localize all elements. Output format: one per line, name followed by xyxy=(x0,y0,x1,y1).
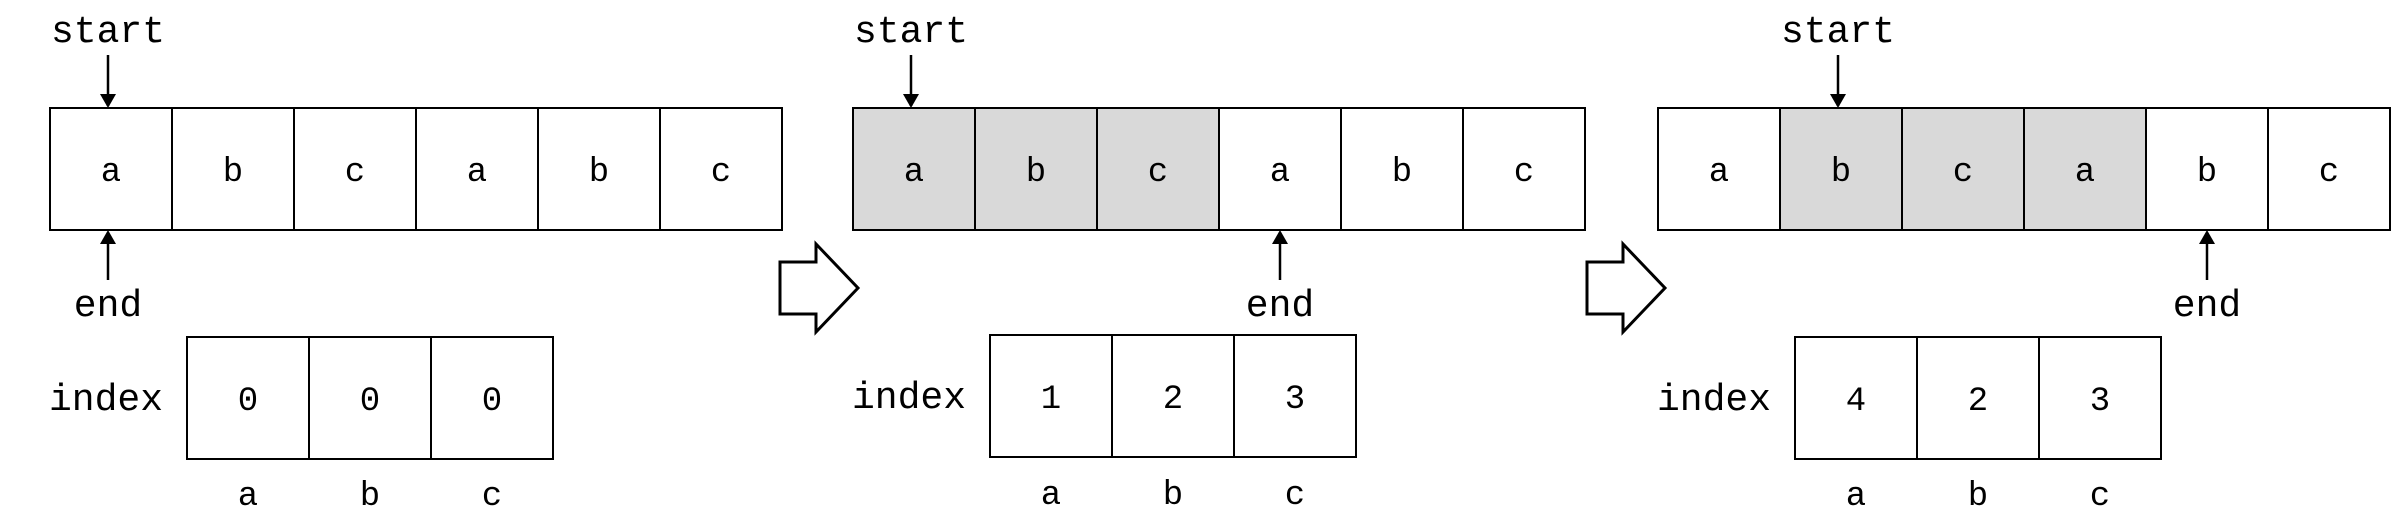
index-value: 1 xyxy=(1041,381,1061,419)
array-char: a xyxy=(904,154,924,192)
start-label: start xyxy=(1781,11,1895,54)
array-char: b xyxy=(589,154,609,192)
index-key: c xyxy=(482,478,502,516)
end-pointer-arrow xyxy=(2199,230,2215,280)
index-key: b xyxy=(1163,477,1183,515)
index-value: 0 xyxy=(482,383,502,421)
array-cell xyxy=(659,107,783,231)
index-key: b xyxy=(360,478,380,516)
index-label: index xyxy=(49,379,163,422)
index-value: 2 xyxy=(1968,383,1988,421)
index-cell xyxy=(1916,336,2040,460)
transition-arrow-icon xyxy=(778,240,861,336)
index-value: 3 xyxy=(1285,381,1305,419)
start-label: start xyxy=(854,11,968,54)
array-cell-highlighted xyxy=(852,107,976,231)
index-key: a xyxy=(1041,477,1061,515)
transition-arrow-icon xyxy=(1585,240,1668,336)
index-label: index xyxy=(1657,379,1771,422)
index-key: c xyxy=(1285,477,1305,515)
index-cell xyxy=(308,336,432,460)
array-char: b xyxy=(223,154,243,192)
end-label: end xyxy=(1246,285,1314,328)
end-label: end xyxy=(2173,285,2241,328)
array-cell-highlighted xyxy=(1096,107,1220,231)
array-char: a xyxy=(467,154,487,192)
array-cell xyxy=(1657,107,1781,231)
step-1-panel: start a b c a b c end index xyxy=(49,11,783,516)
index-key: a xyxy=(238,478,258,516)
array-char: c xyxy=(1148,154,1168,192)
index-key: b xyxy=(1968,478,1988,516)
array-cell xyxy=(1218,107,1342,231)
array-char: c xyxy=(711,154,731,192)
index-table: 0 0 0 a b c xyxy=(186,336,554,516)
index-table: 4 2 3 a b c xyxy=(1794,336,2162,516)
array-char: a xyxy=(1709,154,1729,192)
array-char: c xyxy=(345,154,365,192)
index-key: c xyxy=(2090,478,2110,516)
index-key: a xyxy=(1846,478,1866,516)
char-array: a b c a b c xyxy=(1657,107,2391,231)
array-char: a xyxy=(2075,154,2095,192)
start-pointer-arrow xyxy=(100,55,116,108)
array-char: c xyxy=(2319,154,2339,192)
array-char: c xyxy=(1514,154,1534,192)
array-char: b xyxy=(1026,154,1046,192)
index-cell xyxy=(186,336,310,460)
array-cell xyxy=(171,107,295,231)
step-2-panel: start a b c a b c end index xyxy=(852,11,1586,515)
start-label: start xyxy=(51,11,165,54)
array-char: b xyxy=(1831,154,1851,192)
index-cell xyxy=(2038,336,2162,460)
array-char: b xyxy=(1392,154,1412,192)
array-cell-highlighted xyxy=(2023,107,2147,231)
array-char: a xyxy=(101,154,121,192)
array-cell-highlighted xyxy=(1779,107,1903,231)
end-pointer-arrow xyxy=(100,230,116,280)
array-cell-highlighted xyxy=(974,107,1098,231)
index-table: 1 2 3 a b c xyxy=(989,334,1357,515)
index-label: index xyxy=(852,377,966,420)
array-cell-highlighted xyxy=(1901,107,2025,231)
end-pointer-arrow xyxy=(1272,230,1288,280)
step-3-panel: start a b c a b c end index xyxy=(1657,11,2391,516)
array-char: c xyxy=(1953,154,1973,192)
array-cell xyxy=(1462,107,1586,231)
index-value: 2 xyxy=(1163,381,1183,419)
char-array: a b c a b c xyxy=(852,107,1586,231)
index-value: 0 xyxy=(238,383,258,421)
index-value: 4 xyxy=(1846,383,1866,421)
array-cell xyxy=(2267,107,2391,231)
start-pointer-arrow xyxy=(903,55,919,108)
index-cell xyxy=(1233,334,1357,458)
index-cell xyxy=(430,336,554,460)
index-value: 0 xyxy=(360,383,380,421)
start-pointer-arrow xyxy=(1830,55,1846,108)
char-array: a b c a b c xyxy=(49,107,783,231)
end-label: end xyxy=(74,285,142,328)
array-char: a xyxy=(1270,154,1290,192)
array-cell xyxy=(1340,107,1464,231)
array-cell xyxy=(293,107,417,231)
array-char: b xyxy=(2197,154,2217,192)
index-value: 3 xyxy=(2090,383,2110,421)
